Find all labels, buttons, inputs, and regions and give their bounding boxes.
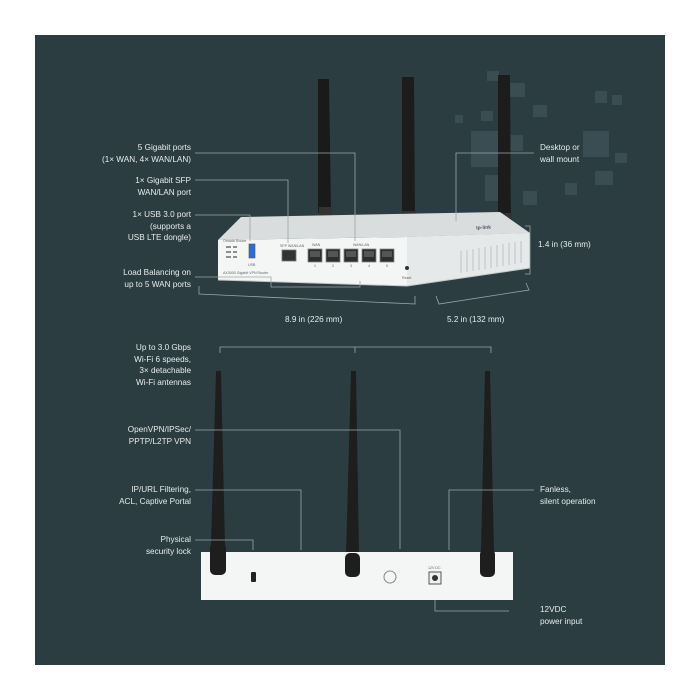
security-lock-label: Physical security lock: [145, 535, 191, 556]
width-dimension: 8.9 in (226 mm): [285, 315, 343, 324]
filtering-label: IP/URL Filtering, ACL, Captive Portal: [119, 485, 191, 506]
port-number: 5: [386, 264, 388, 268]
power-input-label: 12VDC power input: [540, 605, 583, 626]
usb-label: USB: [248, 263, 256, 267]
ground-screw: [383, 570, 397, 584]
router-front-body: [217, 212, 531, 287]
model-label: Omada Router: [223, 239, 247, 243]
brand-logo: tp-link: [475, 224, 492, 232]
sfp-port-label: 1× Gigabit SFP WAN/LAN port: [135, 176, 191, 197]
fanless-label: Fanless, silent operation: [540, 485, 596, 506]
mount-label: Desktop or wall mount: [540, 143, 580, 164]
front-antennas: [318, 75, 512, 225]
usb-port-label: 1× USB 3.0 port (supports a USB LTE dong…: [127, 210, 191, 242]
reset-label: Reset: [402, 276, 412, 280]
sfp-port: [281, 249, 297, 262]
wan-label: WAN: [312, 243, 321, 247]
port-number: 3: [350, 264, 352, 268]
load-balancing-label: Load Balancing on up to 5 WAN ports: [123, 268, 191, 289]
pixel-pattern: [455, 71, 627, 205]
reset-button: [405, 266, 409, 270]
height-dimension: 1.4 in (36 mm): [538, 240, 591, 249]
status-leds: [226, 246, 237, 258]
wanlan-label: WAN/LAN: [353, 243, 370, 247]
gigabit-ports-label: 5 Gigabit ports (1× WAN, 4× WAN/LAN): [101, 143, 191, 164]
dc-label: 12V DC: [428, 566, 441, 570]
product-panel: tp-link Omada Router AX3000 Gigabit VPN …: [35, 35, 665, 665]
port-number: 4: [368, 264, 370, 268]
rear-antennas: [210, 371, 495, 577]
wifi-label: Up to 3.0 Gbps Wi-Fi 6 speeds, 3× detach…: [134, 343, 191, 387]
side-vents: [460, 241, 522, 273]
router-rear-body: [201, 543, 513, 600]
ethernet-ports: [307, 248, 395, 263]
kensington-lock-slot: [251, 572, 256, 582]
router-illustration: [195, 71, 627, 612]
vpn-label: OpenVPN/IPSec/ PPTP/L2TP VPN: [127, 425, 191, 446]
model-sub-label: AX3000 Gigabit VPN Router: [223, 271, 269, 275]
port-number: 1: [314, 264, 316, 268]
depth-dimension: 5.2 in (132 mm): [447, 315, 505, 324]
leader-lines: [195, 152, 534, 612]
sfp-label: SFP WAN/LAN: [280, 244, 305, 248]
usb-port: [248, 243, 256, 259]
port-number: 2: [332, 264, 334, 268]
